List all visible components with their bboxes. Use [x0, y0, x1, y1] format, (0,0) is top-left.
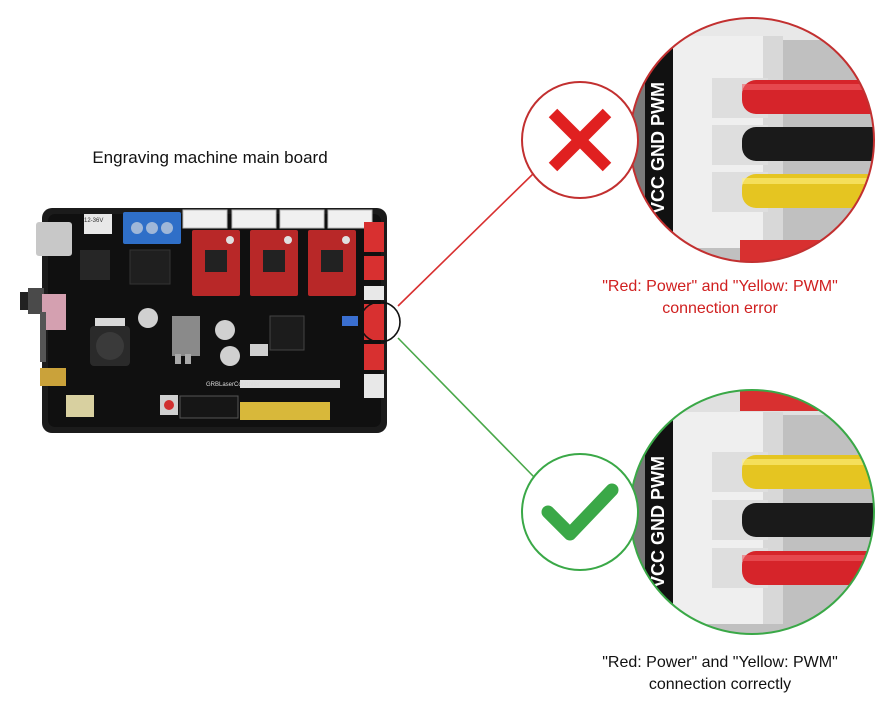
black-wire [742, 127, 874, 161]
correct-badge [521, 453, 639, 571]
usb-port [40, 368, 66, 386]
mcu-chip [269, 315, 305, 351]
laser-connector [364, 304, 384, 340]
correct-caption-line2: connection correctly [648, 676, 792, 693]
black-header [179, 395, 239, 419]
black-wire [742, 503, 874, 537]
error-pointer-line [397, 171, 536, 307]
pin-label-bottom: VCC GND PWM [648, 456, 668, 588]
capacitor [138, 308, 158, 328]
main-board [20, 208, 387, 433]
board-controller-label: GRBLaserController [206, 382, 260, 388]
dc-jack [36, 222, 72, 256]
power-switch [84, 214, 112, 234]
correct-zoom-view: VCC GND PWM [630, 390, 874, 634]
board-voltage-label: 12-36V [84, 218, 103, 224]
stepper-driver-3 [308, 230, 356, 296]
check-icon [541, 483, 619, 541]
error-x-icon [548, 108, 612, 172]
pin-label-top: VCC GND PWM [648, 82, 668, 214]
regulator [172, 316, 200, 356]
error-caption-line2: connection error [662, 300, 778, 317]
error-caption-line1: "Red: Power" and "Yellow: PWM" [602, 278, 838, 295]
error-caption: "Red: Power" and "Yellow: PWM" connectio… [550, 276, 890, 320]
stepper-driver-2 [250, 230, 298, 296]
connector-highlight-circle [359, 301, 401, 343]
correct-pointer-line [397, 337, 536, 479]
yellow-pin-header [240, 402, 330, 420]
stepper-driver-1 [192, 230, 240, 296]
correct-caption-line1: "Red: Power" and "Yellow: PWM" [602, 654, 838, 671]
board-title: Engraving machine main board [92, 148, 328, 167]
error-zoom-view: VCC GND PWM [630, 18, 874, 262]
correct-caption: "Red: Power" and "Yellow: PWM" connectio… [550, 652, 890, 696]
